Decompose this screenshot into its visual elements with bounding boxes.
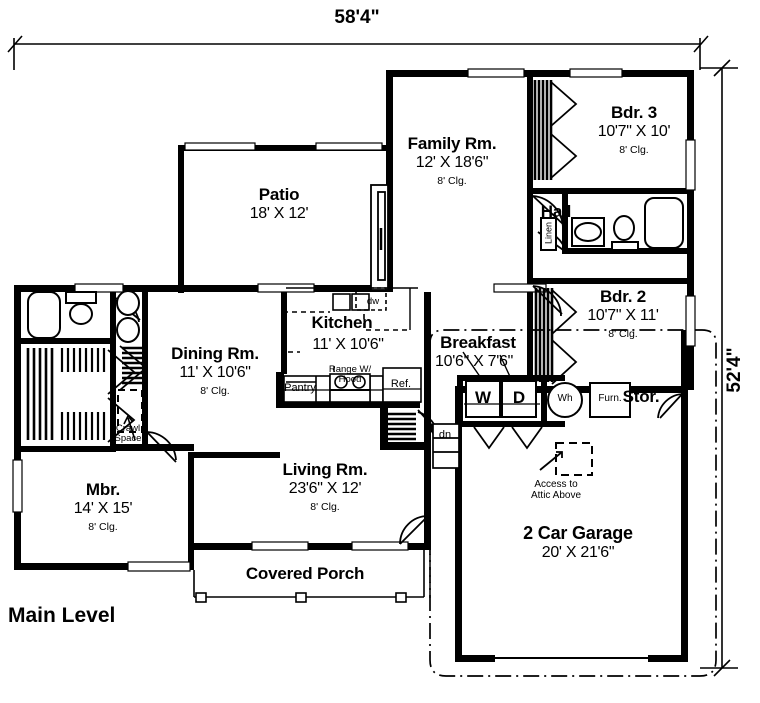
room-dim-patio: 18' X 12' xyxy=(249,205,309,222)
room-label-covered-porch: Covered Porch xyxy=(245,564,365,583)
room-dim-breakfast: 10'6" X 7'6" xyxy=(435,353,513,370)
room-clg-living-rm: 8' Clg. xyxy=(310,501,340,513)
range-hood-label-line1: Range W/ xyxy=(328,364,372,375)
attic-access-label-line2: Attic Above xyxy=(530,490,582,501)
room-label-storage: Stor. xyxy=(622,387,660,406)
washer-label: W xyxy=(474,388,492,407)
dishwasher-label: dw xyxy=(366,296,380,307)
room-clg-mbr: 8' Clg. xyxy=(88,521,118,533)
crawl-space-access xyxy=(117,389,143,433)
furnace-label: Furn. xyxy=(598,393,622,404)
dimension-top xyxy=(7,35,709,70)
room-dim-kitchen: 11' X 10'6" xyxy=(312,336,384,353)
crawl-space-label-line2: Space xyxy=(114,433,142,444)
room-dim-garage: 20' X 21'6" xyxy=(541,544,615,561)
attic-access-arrow xyxy=(539,451,563,471)
room-dim-living-rm: 23'6" X 12' xyxy=(288,480,362,497)
room-label-breakfast: Breakfast xyxy=(440,333,516,352)
attic-access-label-line1: Access to xyxy=(534,479,578,490)
crawl-space-label-line3: Access xyxy=(112,443,144,454)
closet-hatching xyxy=(26,80,554,441)
leader-lines xyxy=(286,351,513,383)
room-label-hall: Hall xyxy=(540,202,572,221)
room-dim-bdr-2: 10'7" X 11' xyxy=(587,307,659,324)
crawl-space-arrow xyxy=(123,414,136,441)
overall-depth-dimension: 52'4" xyxy=(724,347,746,393)
bath-fixtures xyxy=(27,197,684,343)
dimension-right xyxy=(700,59,738,677)
sliding-door-patio xyxy=(370,184,389,291)
pantry-label: Pantry xyxy=(284,382,316,394)
room-dim-dining-rm: 11' X 10'6" xyxy=(179,364,251,381)
utility-fixtures xyxy=(464,380,631,418)
roof-overhang-outline xyxy=(429,329,717,677)
room-clg-family-rm: 8' Clg. xyxy=(437,175,467,187)
room-dim-mbr: 14' X 15' xyxy=(73,500,133,517)
kitchen-fixtures xyxy=(282,287,422,403)
thin-structure-lines xyxy=(193,550,425,603)
linen-closet-label: Linen xyxy=(543,221,554,245)
room-label-mbr: Mbr. xyxy=(85,480,121,499)
room-label-bdr-3: Bdr. 3 xyxy=(610,103,658,122)
room-label-family-rm: Family Rm. xyxy=(407,134,497,153)
refrigerator-label: Ref. xyxy=(390,378,412,390)
room-clg-dining-rm: 8' Clg. xyxy=(200,385,230,397)
room-label-kitchen: Kitchen xyxy=(311,313,373,332)
room-clg-bdr-3: 8' Clg. xyxy=(619,144,649,156)
overall-width-dimension: 58'4" xyxy=(334,7,380,28)
range-hood-label-line2: Hood xyxy=(338,374,362,385)
crawl-space-label-line1: Crawl xyxy=(115,423,141,434)
room-label-patio: Patio xyxy=(258,185,300,204)
room-label-bdr-2: Bdr. 2 xyxy=(599,287,647,306)
room-dim-bdr-3: 10'7" X 10' xyxy=(597,123,671,140)
dryer-label: D xyxy=(512,388,526,407)
stairs-down xyxy=(432,423,460,469)
stairs-down-label: dn xyxy=(438,429,452,441)
room-label-living-rm: Living Rm. xyxy=(282,460,368,479)
water-heater-label: Wh xyxy=(557,393,573,404)
room-dim-family-rm: 12' X 18'6" xyxy=(415,154,489,171)
room-label-garage: 2 Car Garage xyxy=(523,523,633,543)
page-title: Main Level xyxy=(8,604,116,627)
room-label-dining-rm: Dining Rm. xyxy=(171,344,259,363)
room-clg-bdr-2: 8' Clg. xyxy=(608,328,638,340)
attic-access xyxy=(555,442,593,476)
